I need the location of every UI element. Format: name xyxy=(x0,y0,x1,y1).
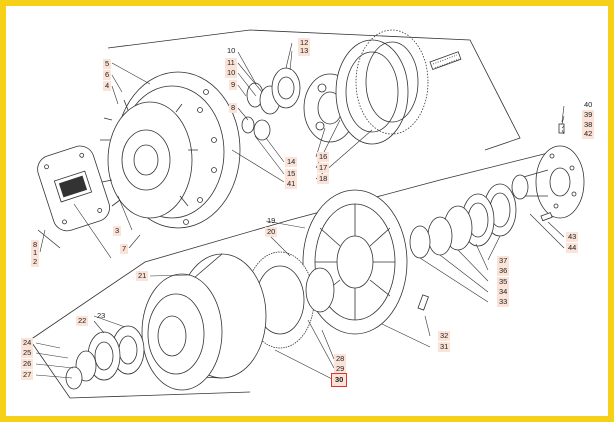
bearing-set-part xyxy=(65,325,145,390)
ring-gear-part xyxy=(335,29,429,145)
callout-27[interactable]: 27 xyxy=(21,370,34,380)
bolt-part xyxy=(417,294,429,311)
callout-21[interactable]: 21 xyxy=(136,271,149,281)
callout-15[interactable]: 15 xyxy=(285,169,298,179)
callout-2[interactable]: 2 xyxy=(31,257,40,267)
callout-41[interactable]: 41 xyxy=(285,179,298,189)
bearing-stack-part xyxy=(409,183,517,259)
callout-28[interactable]: 28 xyxy=(334,354,347,364)
callout-24[interactable]: 24 xyxy=(21,338,34,348)
callout-40[interactable]: 40 xyxy=(584,100,593,109)
callout-17[interactable]: 17 xyxy=(317,163,330,173)
callout-25[interactable]: 25 xyxy=(21,348,34,358)
callout-26[interactable]: 26 xyxy=(21,359,34,369)
hub-stud-part xyxy=(540,212,553,222)
callout-5[interactable]: 5 xyxy=(103,59,112,69)
wheel-hub-part xyxy=(511,145,585,219)
callout-7[interactable]: 7 xyxy=(120,244,129,254)
sun-gear-set-part xyxy=(241,67,301,141)
callout-22[interactable]: 22 xyxy=(76,316,89,326)
callout-16[interactable]: 16 xyxy=(317,152,330,162)
callout-30-selected[interactable]: 30 xyxy=(331,373,348,387)
callout-14[interactable]: 14 xyxy=(285,157,298,167)
callout-36[interactable]: 36 xyxy=(497,266,510,276)
callout-8[interactable]: 8 xyxy=(31,240,40,250)
main-housing-part xyxy=(100,71,241,229)
callout-6[interactable]: 6 xyxy=(103,70,112,80)
callout-39[interactable]: 39 xyxy=(582,110,595,120)
callout-33[interactable]: 33 xyxy=(497,297,510,307)
callout-44[interactable]: 44 xyxy=(566,243,579,253)
upper-assembly-outline xyxy=(107,29,521,151)
leader-lines xyxy=(35,42,565,381)
lower-assembly-outline xyxy=(29,149,561,341)
callout-4[interactable]: 4 xyxy=(103,81,112,91)
callout-19[interactable]: 19 xyxy=(267,216,276,225)
callout-12[interactable]: 12 xyxy=(298,38,311,48)
callout-23[interactable]: 23 xyxy=(97,311,106,320)
callout-20[interactable]: 20 xyxy=(265,227,278,237)
callout-11[interactable]: 11 xyxy=(225,58,237,68)
callout-43[interactable]: 43 xyxy=(566,232,579,242)
callout-34[interactable]: 34 xyxy=(497,287,510,297)
callout-31[interactable]: 31 xyxy=(438,342,451,352)
callout-42[interactable]: 42 xyxy=(582,129,595,139)
callout-1[interactable]: 1 xyxy=(31,248,40,258)
callout-38[interactable]: 38 xyxy=(582,120,595,130)
end-cover-part xyxy=(37,145,110,232)
callout-18[interactable]: 18 xyxy=(317,174,330,184)
hub-nut-part xyxy=(558,123,565,134)
callout-10a[interactable]: 10 xyxy=(227,46,236,55)
callout-13[interactable]: 13 xyxy=(298,46,311,56)
spoked-carrier-part xyxy=(302,189,408,335)
callout-8b[interactable]: 8 xyxy=(229,103,238,113)
clutch-drum-part xyxy=(141,253,267,391)
callout-37[interactable]: 37 xyxy=(497,256,510,266)
callout-35[interactable]: 35 xyxy=(497,277,510,287)
callout-32[interactable]: 32 xyxy=(438,331,451,341)
callout-10b[interactable]: 10 xyxy=(225,68,238,78)
callout-29[interactable]: 29 xyxy=(334,364,347,374)
callout-9[interactable]: 9 xyxy=(229,80,238,90)
callout-3[interactable]: 3 xyxy=(113,226,122,236)
splined-shaft-part xyxy=(429,51,462,71)
